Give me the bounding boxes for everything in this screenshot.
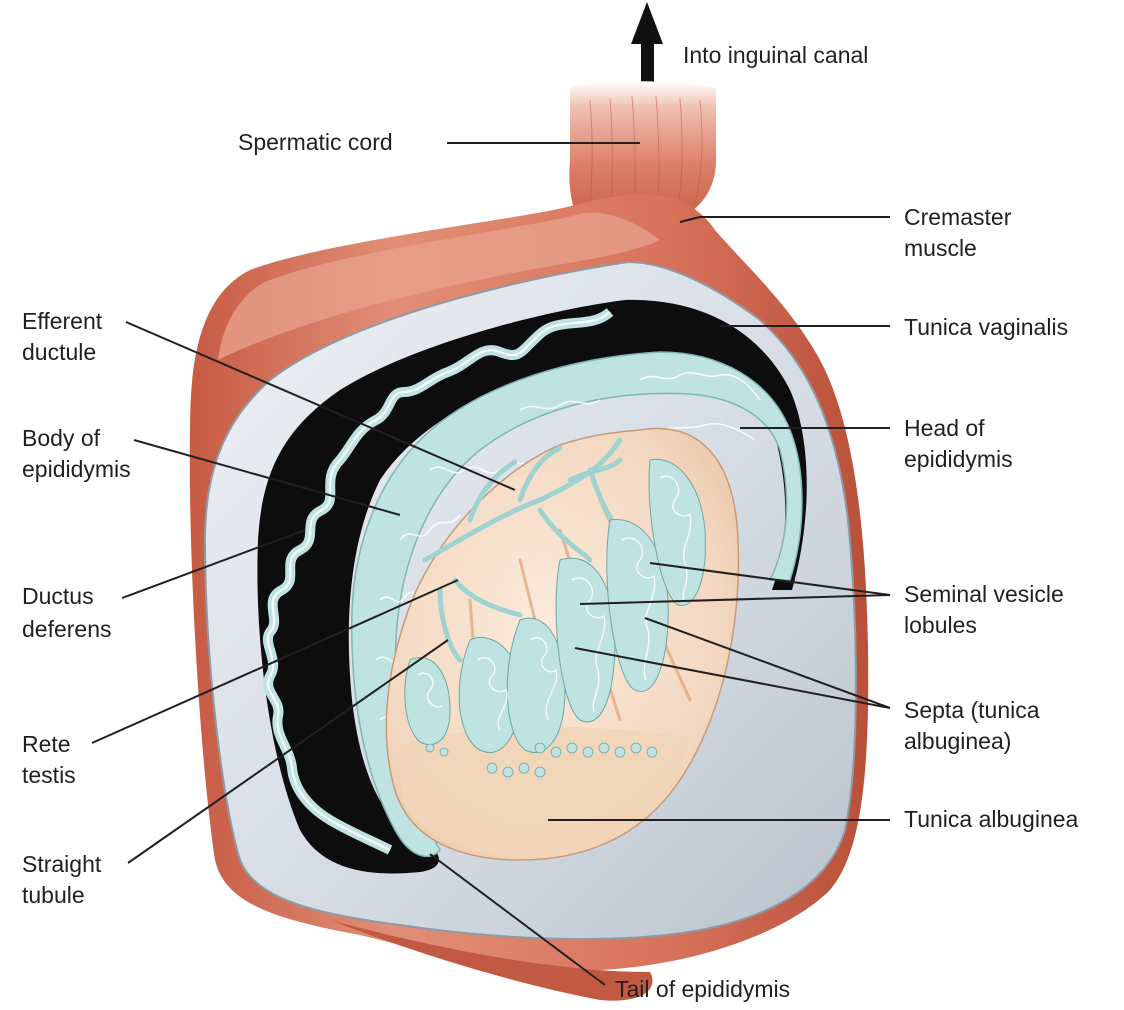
leader-lines bbox=[91, 142, 891, 986]
label-tunica-vaginalis: Tunica vaginalis bbox=[904, 314, 1068, 340]
label-straight-tubule-2: tubule bbox=[22, 882, 85, 908]
label-seminal-lobules-2: lobules bbox=[904, 612, 977, 638]
label-tunica-albuginea: Tunica albuginea bbox=[904, 806, 1079, 832]
leader-efferent-ductule bbox=[125, 321, 516, 491]
label-cremaster-1: Cremaster bbox=[904, 204, 1012, 230]
label-head-epididymis-2: epididymis bbox=[904, 446, 1013, 472]
leader-seminal-lobules bbox=[579, 562, 891, 605]
label-body-epididymis-1: Body of bbox=[22, 425, 101, 451]
lobule-coils bbox=[417, 475, 692, 731]
leader-tail-epididymis bbox=[429, 853, 606, 986]
label-rete-testis-1: Rete bbox=[22, 731, 71, 757]
label-rete-testis-2: testis bbox=[22, 762, 76, 788]
tunica-albuginea bbox=[400, 726, 690, 857]
leader-ductus-deferens bbox=[121, 529, 306, 599]
cavity bbox=[257, 299, 807, 874]
label-tail-epididymis: Tail of epididymis bbox=[615, 976, 790, 1002]
ductus-highlight bbox=[267, 311, 611, 851]
label-efferent-ductule-1: Efferent bbox=[22, 308, 103, 334]
label-seminal-lobules-1: Seminal vesicle bbox=[904, 581, 1064, 607]
label-septa-1: Septa (tunica bbox=[904, 697, 1040, 723]
label-body-epididymis-2: epididymis bbox=[22, 456, 131, 482]
label-septa-2: albuginea) bbox=[904, 728, 1011, 754]
spermatic-cord bbox=[569, 81, 716, 222]
scrotum-base bbox=[330, 920, 653, 1001]
tubule-dots bbox=[425, 742, 658, 778]
leader-rete-testis bbox=[91, 579, 459, 744]
leader-septa bbox=[574, 617, 891, 709]
seminal-vesicle-lobules bbox=[404, 458, 706, 753]
arrow-up-icon bbox=[631, 2, 663, 88]
cremaster-highlight bbox=[218, 212, 660, 360]
label-into-inguinal-canal: Into inguinal canal bbox=[683, 42, 868, 68]
label-cremaster-2: muscle bbox=[904, 235, 977, 261]
leader-straight-tubule bbox=[127, 639, 449, 864]
label-head-epididymis-1: Head of bbox=[904, 415, 985, 441]
label-ductus-deferens-1: Ductus bbox=[22, 583, 94, 609]
leader-body-epididymis bbox=[133, 439, 401, 516]
label-efferent-ductule-2: ductule bbox=[22, 339, 96, 365]
label-ductus-deferens-2: deferens bbox=[22, 616, 112, 642]
label-spermatic-cord: Spermatic cord bbox=[238, 129, 393, 155]
epididymis bbox=[351, 351, 803, 858]
leader-cremaster bbox=[679, 216, 890, 223]
label-straight-tubule-1: Straight bbox=[22, 851, 102, 877]
